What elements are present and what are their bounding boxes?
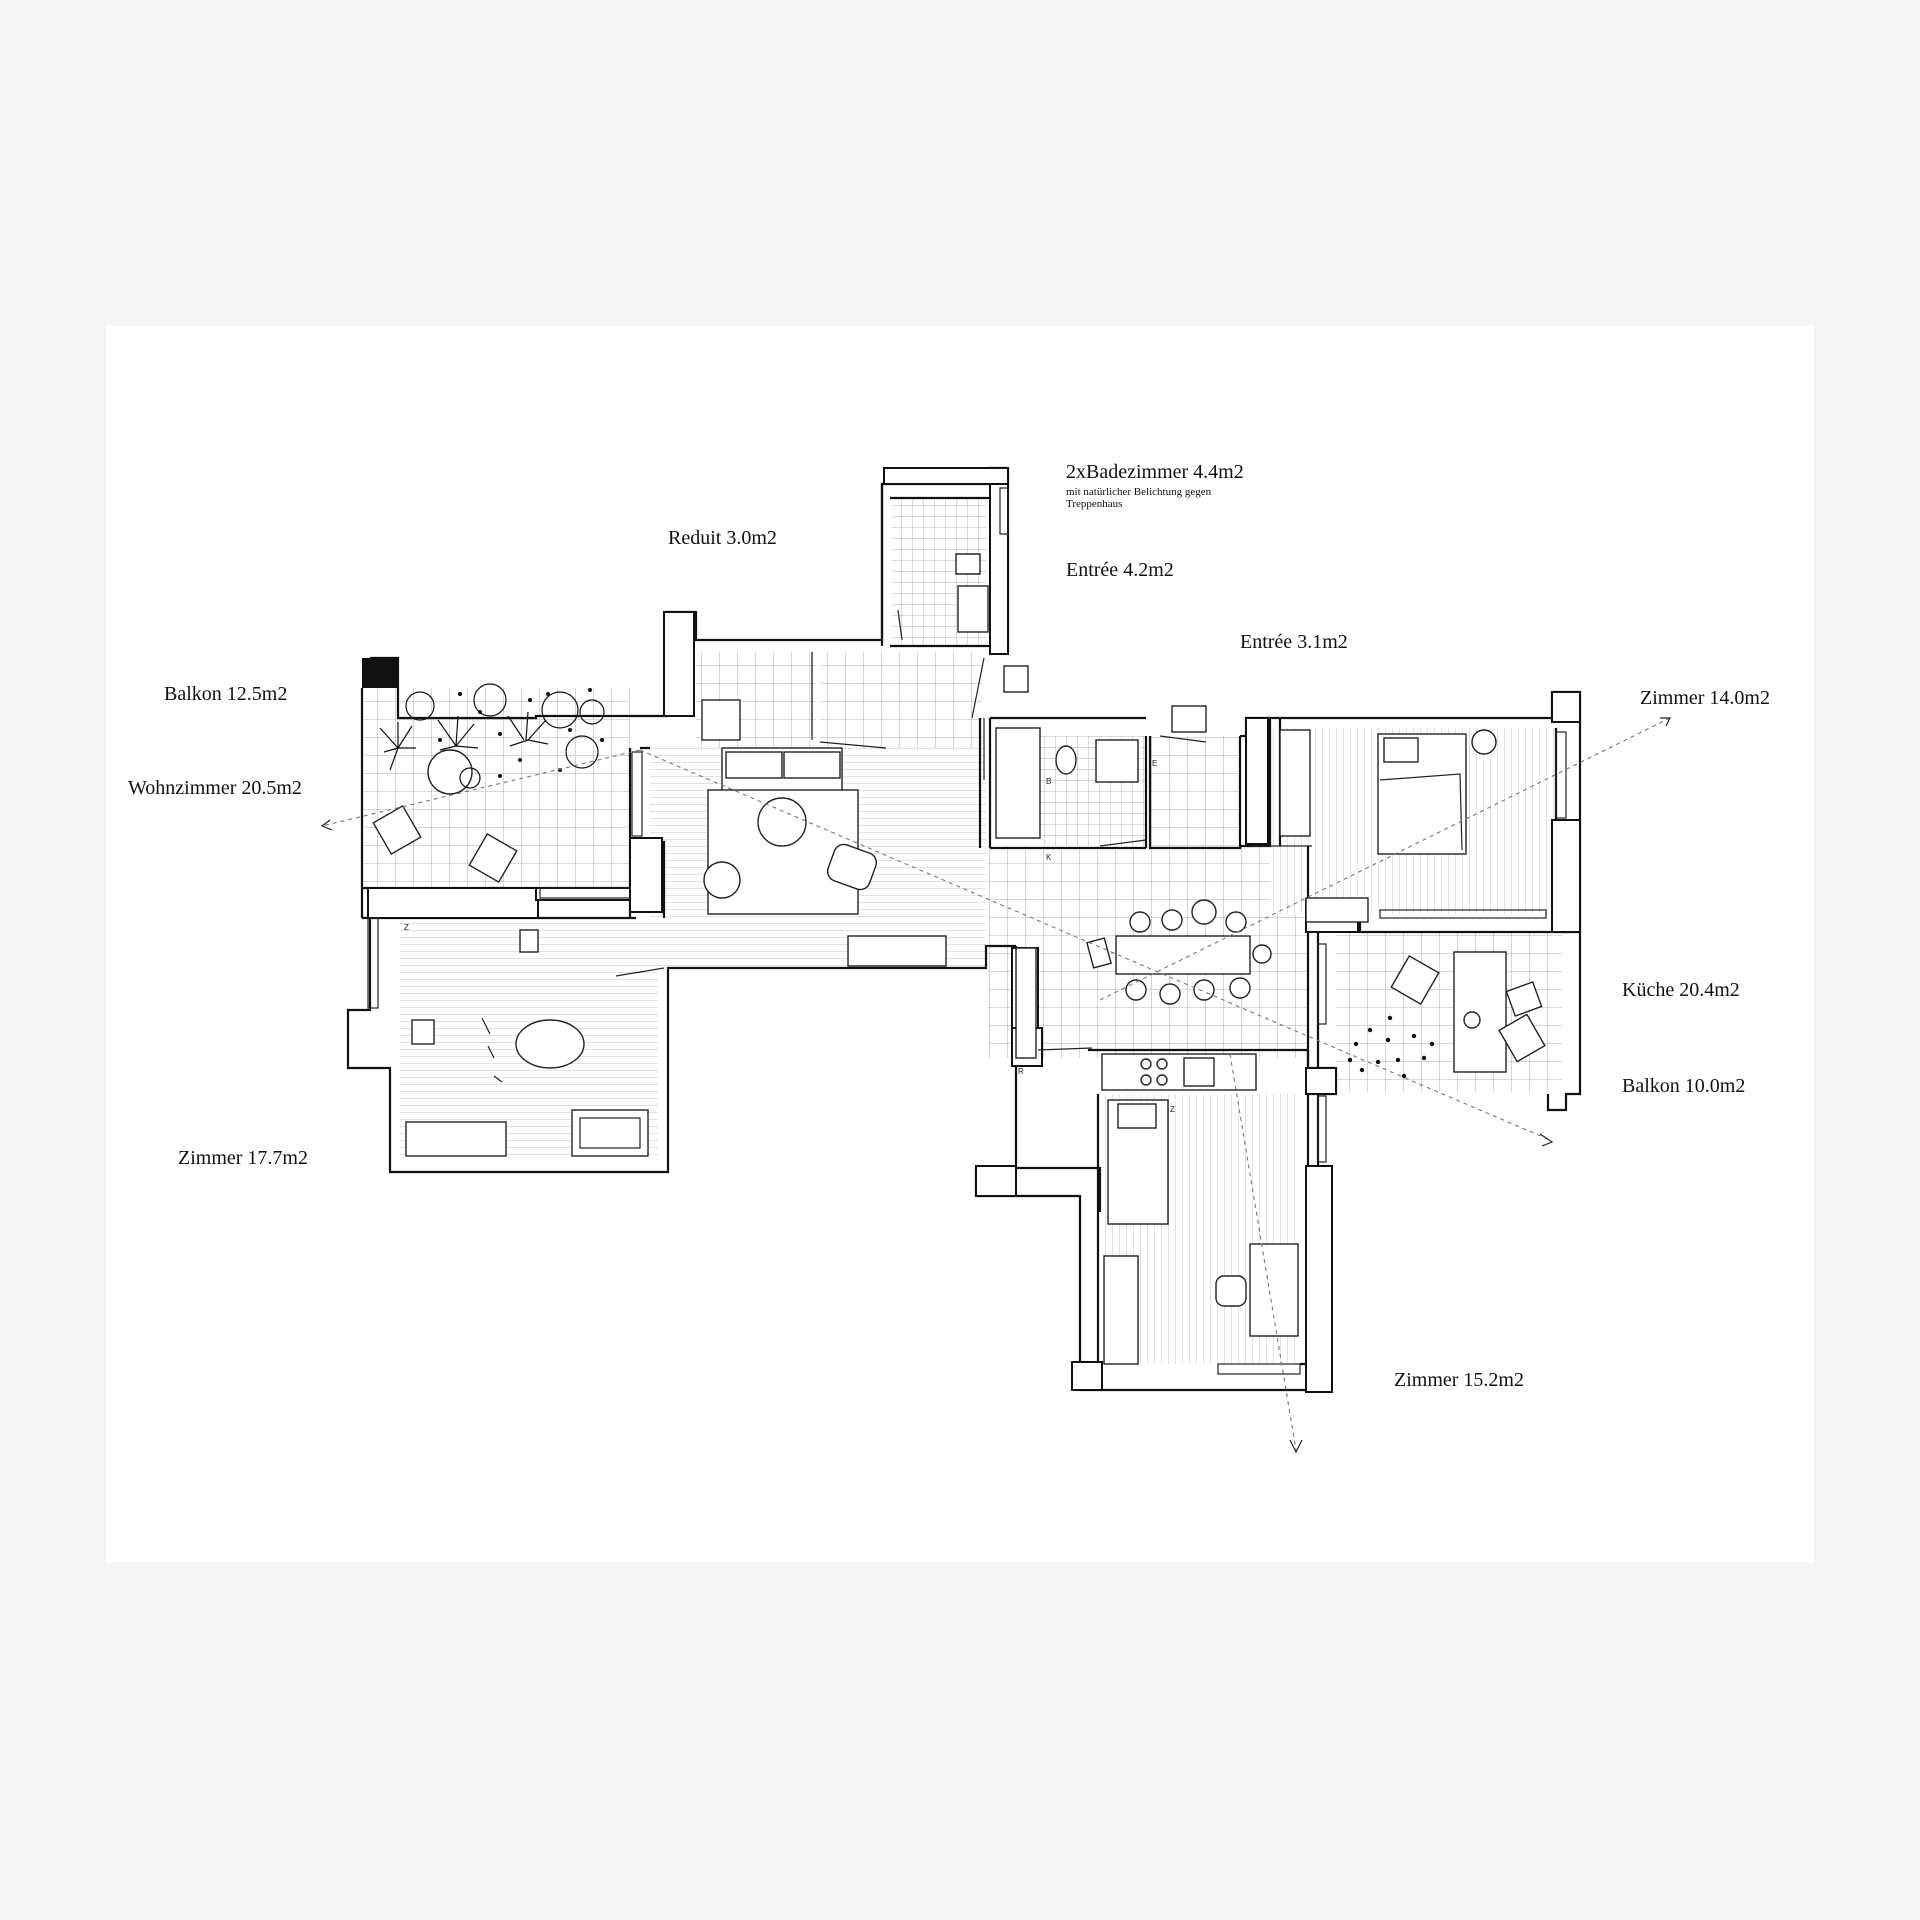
view-axes xyxy=(320,717,1671,1454)
armchair xyxy=(703,861,741,899)
label-wohnzimmer: Wohnzimmer 20.5m2 xyxy=(128,777,302,799)
kitchen-counter xyxy=(1101,1053,1257,1091)
door-mat xyxy=(1171,705,1207,733)
sideboard xyxy=(847,935,947,967)
axis-arrow xyxy=(1539,1133,1554,1147)
label-badezimmer-note-2: Treppenhaus xyxy=(1066,498,1123,510)
pillow xyxy=(1117,1103,1157,1129)
round-table xyxy=(515,1019,585,1069)
shower-tray xyxy=(957,585,989,633)
label-balkon-east: Balkon 10.0m2 xyxy=(1622,1075,1746,1097)
deck-chair xyxy=(372,804,422,856)
desk-chair xyxy=(1215,1275,1247,1307)
label-badezimmer: 2xBadezimmer 4.4m2 xyxy=(1066,461,1244,483)
armchair xyxy=(826,843,878,891)
label-balkon-west: Balkon 12.5m2 xyxy=(164,683,288,705)
room-code-k: K xyxy=(1046,853,1052,862)
bathtub xyxy=(995,727,1041,839)
deck-chair xyxy=(1505,981,1543,1017)
room-codes: Z B E K R Z xyxy=(404,759,1175,1114)
dining-chairs xyxy=(1086,899,1272,1005)
deck-chair xyxy=(468,832,518,884)
desk xyxy=(1249,1243,1299,1337)
side-table xyxy=(1471,729,1497,755)
toy-box xyxy=(411,1019,435,1045)
deck-chair xyxy=(1390,954,1440,1006)
entree-floor xyxy=(1150,736,1240,846)
sofa-cushion xyxy=(783,751,841,779)
desk xyxy=(405,1121,507,1157)
room-code-e: E xyxy=(1152,759,1157,768)
plant-dots xyxy=(1347,1015,1435,1079)
pillow xyxy=(1383,737,1419,763)
label-badezimmer-note-1: mit natürlicher Belichtung gegen xyxy=(1066,486,1212,498)
room-code-z-south: Z xyxy=(1170,1105,1175,1114)
windows xyxy=(367,487,1567,1375)
room-code-b: B xyxy=(1046,777,1051,786)
label-entree-1: Entrée 4.2m2 xyxy=(1066,559,1174,581)
plants xyxy=(379,683,605,789)
toilet xyxy=(955,553,981,575)
sink xyxy=(1183,1057,1215,1087)
toilet xyxy=(1055,745,1077,775)
balcony-table xyxy=(1453,951,1507,1073)
label-zimmer-west: Zimmer 17.7m2 xyxy=(178,1147,308,1169)
plant-dots xyxy=(438,688,604,778)
room-code-r: R xyxy=(1018,1067,1024,1076)
cooktop xyxy=(1140,1058,1168,1086)
label-zimmer-east: Zimmer 14.0m2 xyxy=(1640,687,1770,709)
label-reduit: Reduit 3.0m2 xyxy=(668,527,777,549)
label-kueche: Küche 20.4m2 xyxy=(1622,979,1740,1001)
corridor-north-floor xyxy=(820,652,982,748)
wardrobe xyxy=(1279,729,1311,837)
shower xyxy=(1095,739,1139,783)
kitchen-island xyxy=(1015,947,1037,1059)
axis-arrow xyxy=(320,819,333,831)
bench xyxy=(1103,1255,1139,1365)
label-entree-2: Entrée 3.1m2 xyxy=(1240,631,1348,653)
furniture xyxy=(372,553,1546,1365)
label-zimmer-south: Zimmer 15.2m2 xyxy=(1394,1369,1524,1391)
deck-chair xyxy=(1498,1013,1546,1063)
axis-arrow xyxy=(1660,717,1671,727)
stool xyxy=(519,929,539,953)
axis-arrow xyxy=(1289,1439,1303,1454)
shelf xyxy=(1305,897,1369,923)
dining-table xyxy=(1115,935,1251,975)
dog-bed xyxy=(571,1109,649,1157)
sofa-cushion xyxy=(725,751,783,779)
door-mat xyxy=(1003,665,1029,693)
washing-machine xyxy=(701,699,741,741)
room-code-z-west: Z xyxy=(404,923,409,932)
coffee-table xyxy=(757,797,807,847)
